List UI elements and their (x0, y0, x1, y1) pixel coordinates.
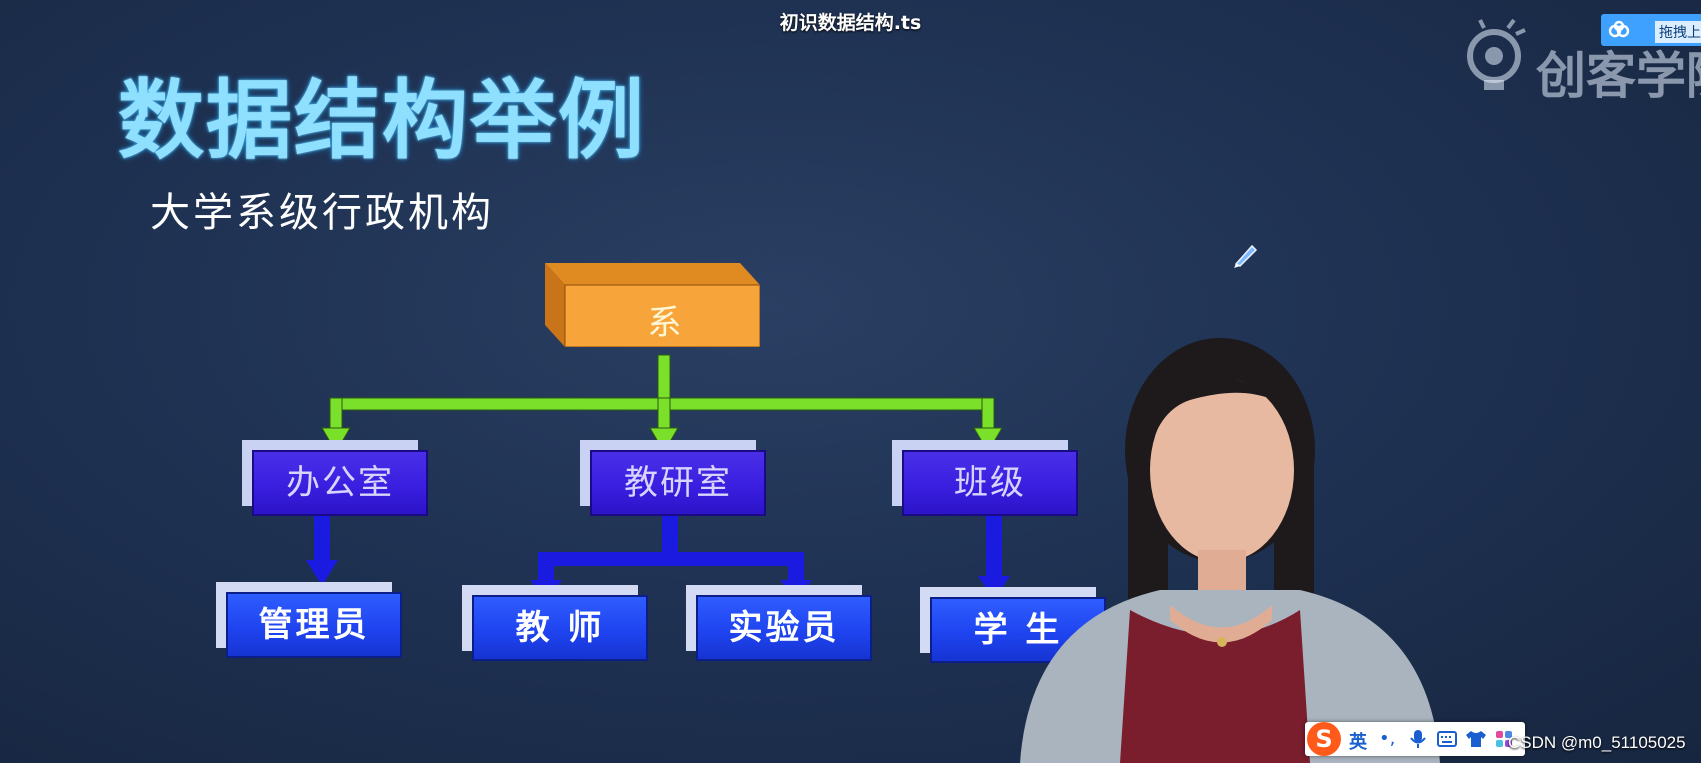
slide-title: 数据结构举例 (118, 71, 646, 171)
ime-logo[interactable]: S (1307, 722, 1341, 756)
org-node-student: 学 生 (930, 597, 1106, 663)
arrow-down-icon (530, 580, 562, 600)
arrow-down-icon (973, 427, 1003, 453)
ime-punctuation-toggle[interactable]: •, (1379, 728, 1396, 749)
arrow-down-icon (306, 560, 338, 586)
keyboard-icon[interactable] (1437, 731, 1457, 747)
csdn-watermark: CSDN @m0_51105025 (1508, 733, 1686, 752)
arrow-down-icon (978, 576, 1010, 600)
share-button[interactable]: 拖拽上 (1601, 14, 1701, 46)
share-button-label: 拖拽上 (1655, 21, 1701, 43)
ime-toolbar[interactable]: S 英 •, (1305, 722, 1525, 756)
watermark-logo: 创客学院 (1462, 18, 1701, 105)
apps-grid-icon[interactable] (1495, 730, 1513, 748)
connector-blue-bar (538, 552, 804, 566)
slide-subtitle: 大学系级行政机构 (150, 190, 494, 236)
ime-mode-toggle[interactable]: 英 (1349, 732, 1367, 753)
root-box-shape (545, 263, 761, 348)
arrow-down-icon (649, 427, 679, 453)
org-node-teaching-office: 教研室 (590, 450, 766, 516)
lightbulb-icon (1467, 18, 1526, 90)
org-node-teacher: 教 师 (472, 595, 648, 661)
connector-teaching-down (662, 515, 678, 557)
connector-office-down (314, 515, 330, 563)
watermark-text: 创客学院 (1536, 47, 1701, 105)
connector-class-down (986, 515, 1002, 579)
video-title: 初识数据结构.ts (779, 12, 922, 34)
pen-cursor-icon (1234, 244, 1258, 268)
org-node-lab-staff: 实验员 (696, 595, 872, 661)
org-node-office: 办公室 (252, 450, 428, 516)
arrow-down-icon (321, 427, 351, 453)
arrow-down-icon (780, 580, 812, 600)
org-root-node: 系 (545, 263, 761, 348)
org-root-label: 系 (647, 303, 682, 343)
presenter-video (1020, 338, 1440, 763)
microphone-icon[interactable] (1409, 729, 1427, 749)
org-node-class: 班级 (902, 450, 1078, 516)
org-node-administrator: 管理员 (226, 592, 402, 658)
cloud-icon (1608, 20, 1630, 38)
skin-shirt-icon[interactable] (1465, 730, 1487, 748)
